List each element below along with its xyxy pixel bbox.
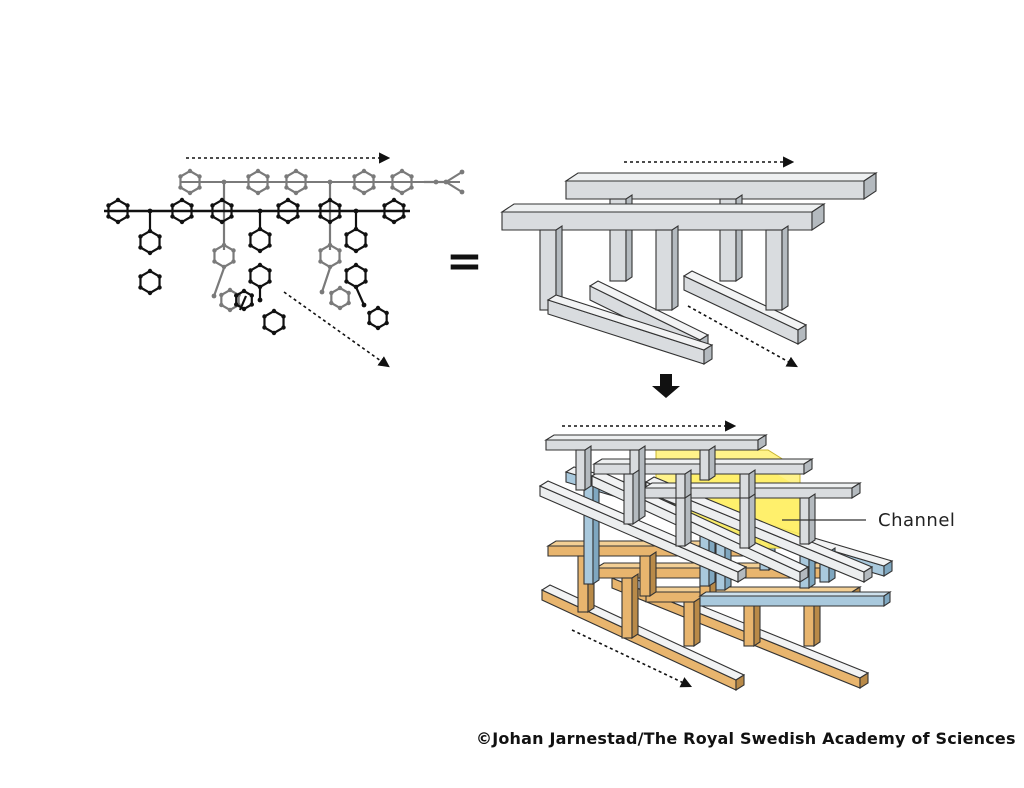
orange-vertical-post [621, 572, 639, 640]
front-vertical-post [765, 224, 789, 312]
dark-side-ring [249, 227, 271, 253]
image-credit: ©Johan Jarnestad/The Royal Swedish Acade… [476, 729, 1016, 748]
orange-vertical-post [639, 550, 657, 598]
dark-side-ring [345, 263, 367, 289]
direction-arrows [186, 152, 798, 688]
grey-side-ring [330, 286, 350, 310]
dark-side-ring [139, 269, 161, 295]
orange-vertical-post [683, 596, 701, 648]
dotted-arrow-icon [571, 629, 693, 688]
down-arrow-icon [652, 374, 680, 398]
grey-vertical-post [623, 468, 640, 526]
dotted-arrow-icon [283, 291, 390, 368]
grey-vertical-post [699, 444, 716, 482]
t-frame-structure [500, 171, 878, 365]
dark-side-ring [139, 229, 161, 255]
blue-vertical-post [583, 478, 600, 586]
dark-side-ring [345, 227, 367, 253]
grey-vertical-post [675, 492, 692, 548]
grey-vertical-post [799, 492, 816, 546]
front-vertical-post [655, 224, 679, 312]
stacked-frame-structure [538, 434, 894, 691]
equals-sign: = [446, 236, 483, 287]
front-vertical-post [539, 224, 563, 312]
grey-horizontal-beam [544, 434, 768, 451]
dark-side-ring [249, 263, 271, 289]
blue-horizontal-beam [698, 590, 892, 608]
molecule-structure [104, 168, 465, 336]
grey-vertical-post [739, 492, 756, 550]
channel-label: Channel [878, 510, 956, 531]
dark-side-ring [368, 306, 388, 330]
back-diagonal-rail [682, 270, 808, 345]
dark-side-ring [263, 309, 285, 335]
grey-vertical-post [575, 444, 592, 492]
back-horizontal-beam [564, 171, 878, 201]
grey-diagonal-rail [538, 480, 748, 583]
front-diagonal-rail [546, 294, 714, 365]
front-horizontal-beam [500, 202, 826, 232]
dotted-arrow-icon [687, 305, 798, 368]
